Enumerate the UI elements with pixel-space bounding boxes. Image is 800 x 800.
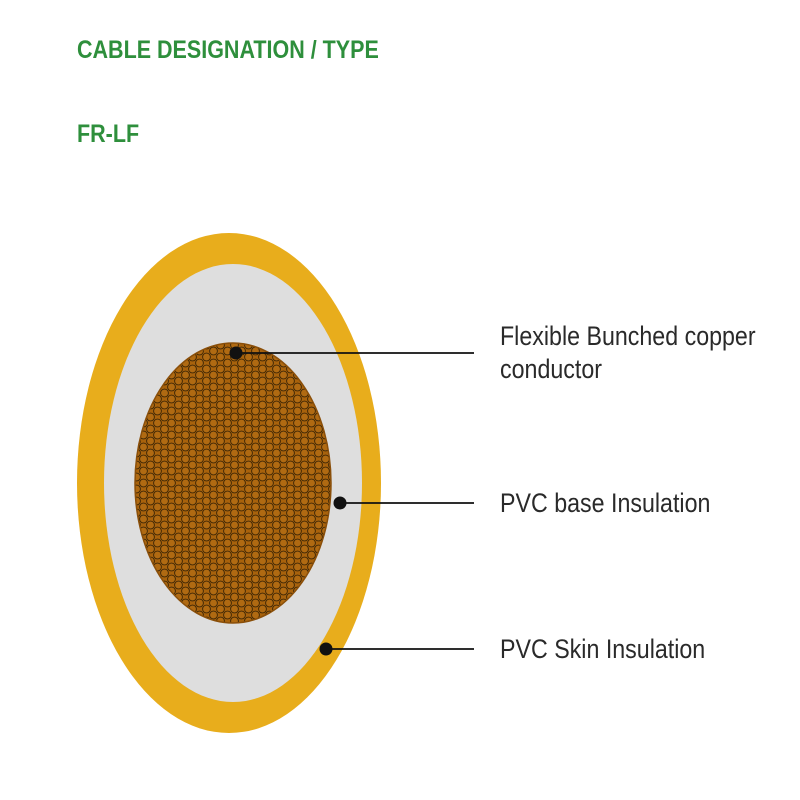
label-conductor: Flexible Bunched copper conductor [500, 320, 756, 386]
page-title: CABLE DESIGNATION / TYPE [77, 36, 379, 64]
copper-conductor-core [135, 343, 331, 623]
callout-dot-skin-insulation [319, 642, 333, 656]
label-conductor-line-1: Flexible Bunched copper [500, 321, 756, 351]
leader-base-insulation [333, 496, 474, 510]
cable-type-code: FR-LF [77, 120, 140, 148]
leader-conductor [229, 346, 474, 360]
label-skin-insulation: PVC Skin Insulation [500, 634, 706, 664]
label-conductor-line-2: conductor [500, 354, 602, 384]
callout-dot-conductor [229, 346, 243, 360]
label-base-insulation: PVC base Insulation [500, 488, 711, 518]
callout-dot-base-insulation [333, 496, 347, 510]
leader-skin-insulation [319, 642, 474, 656]
